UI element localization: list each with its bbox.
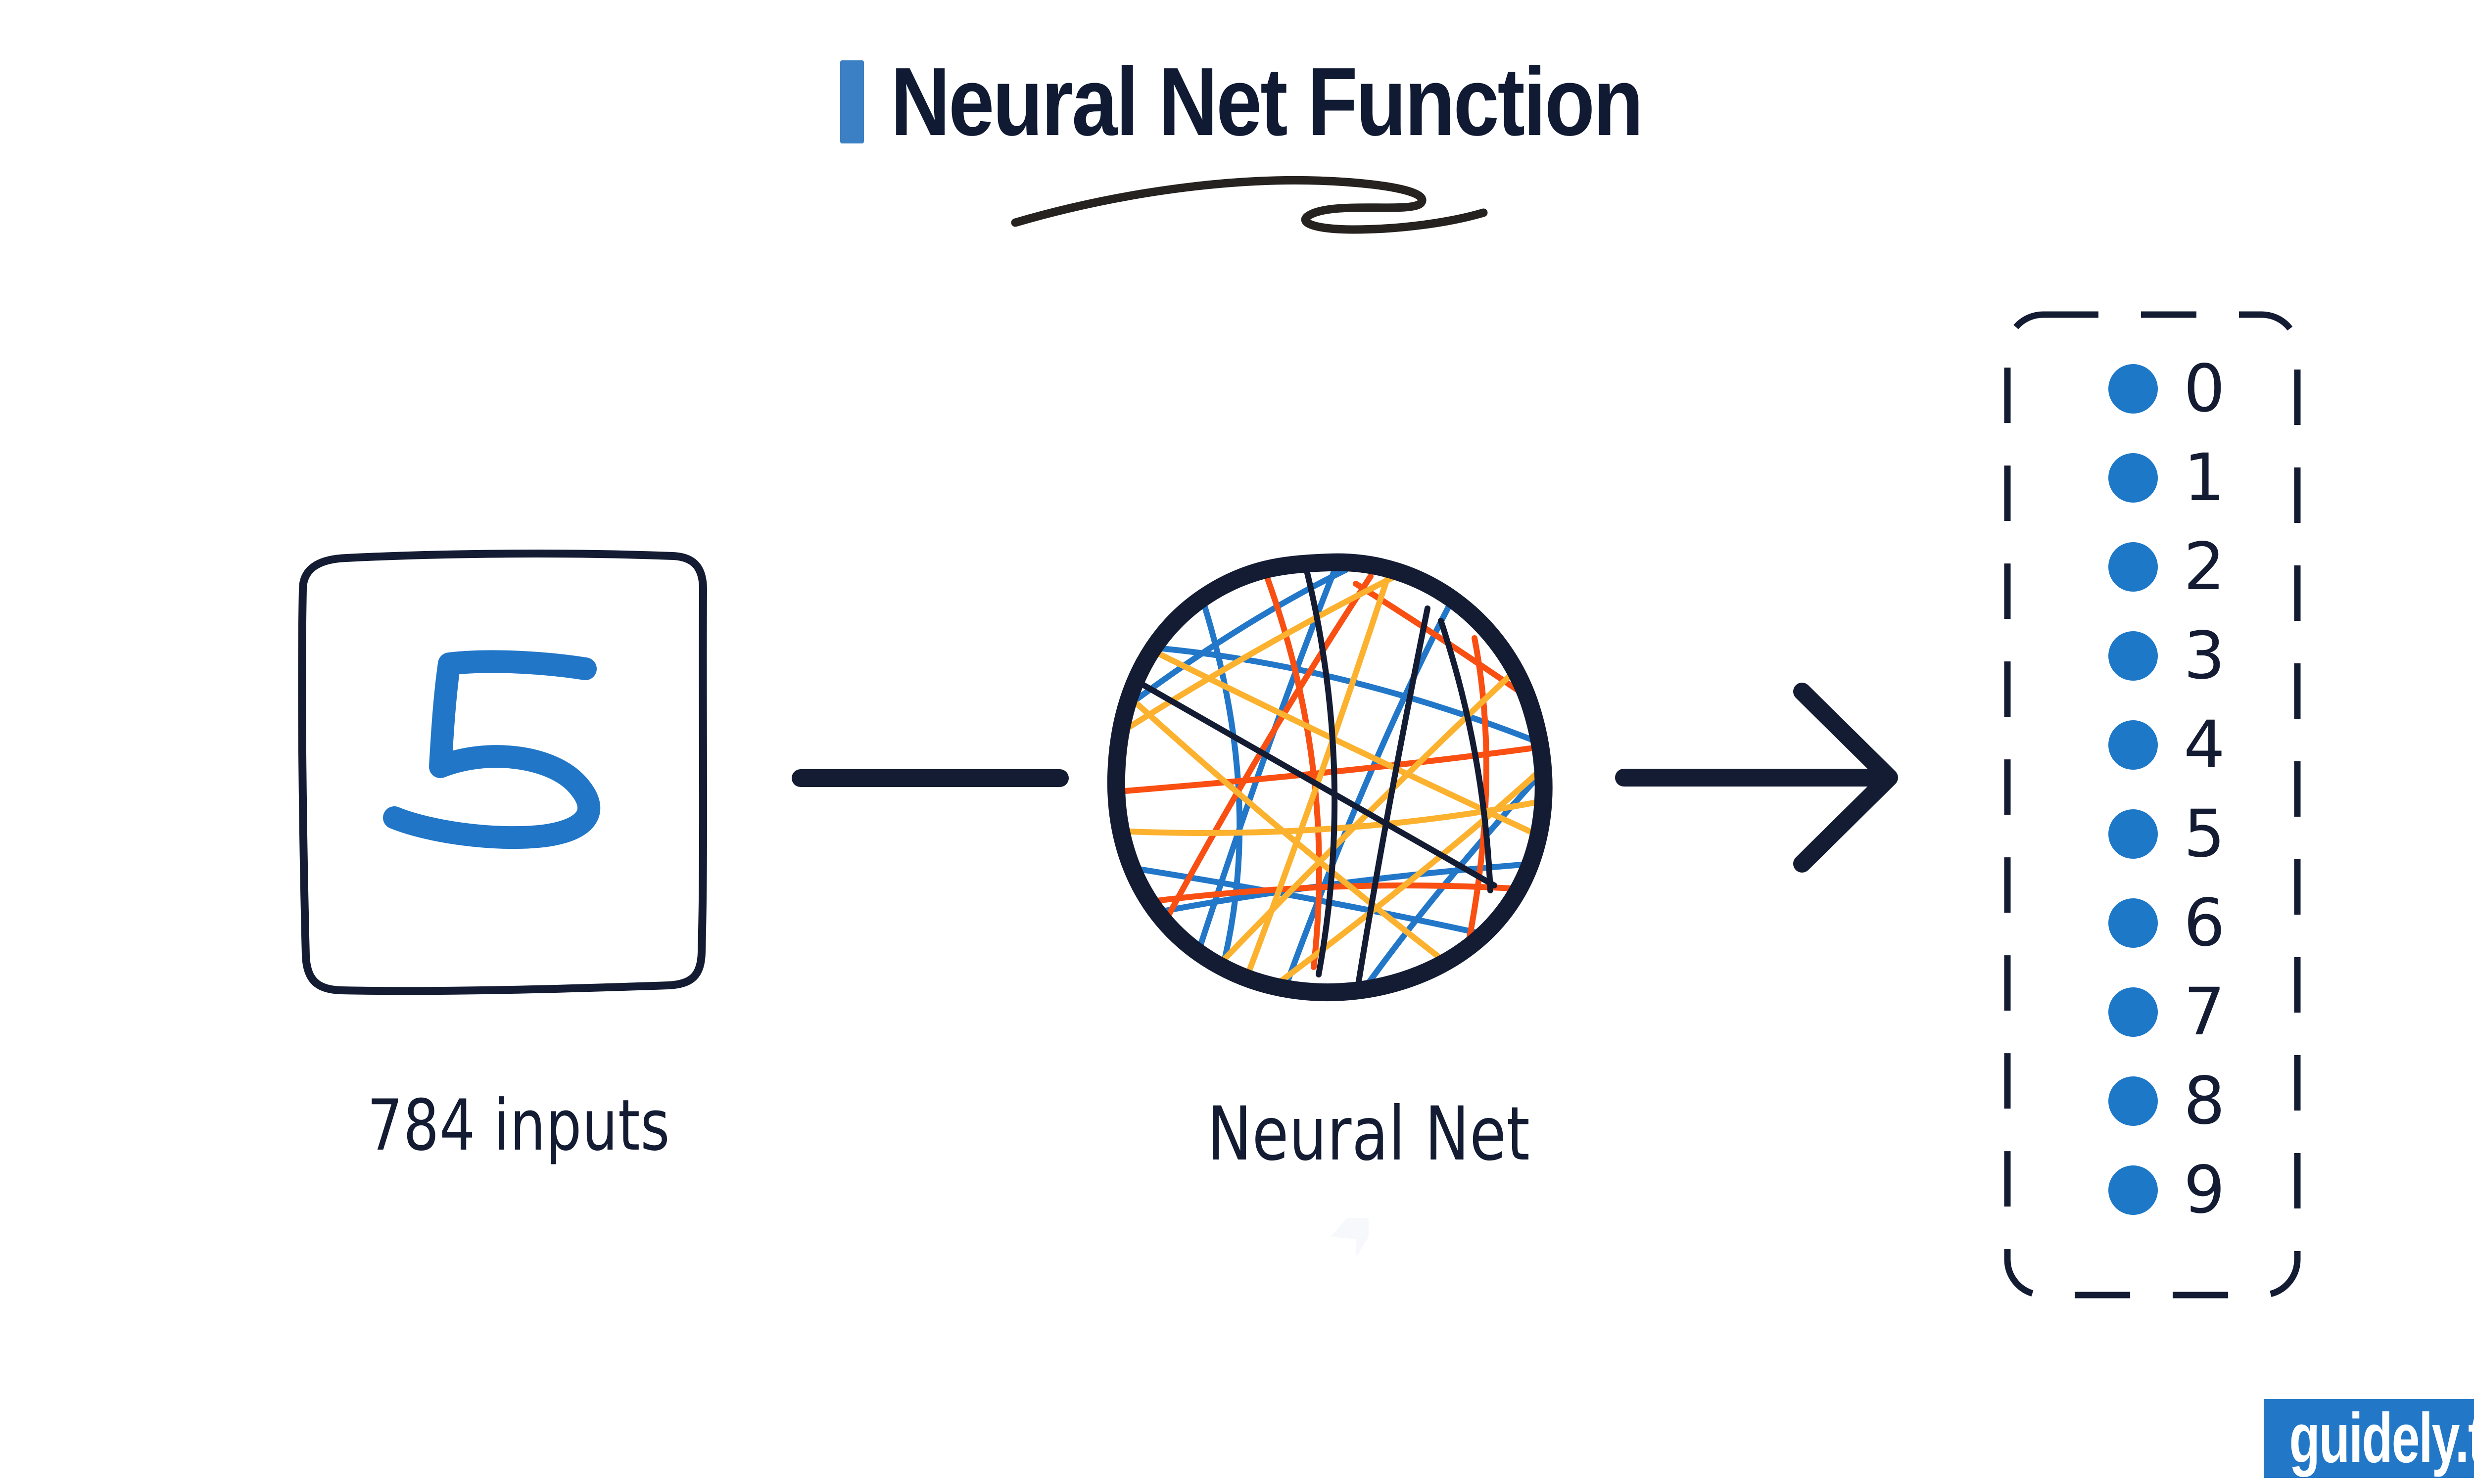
output-label: 7 xyxy=(2184,974,2225,1050)
title-underline-swoosh xyxy=(1011,176,1488,234)
output-label: 5 xyxy=(2184,796,2225,872)
page-title: Neural Net Function xyxy=(891,47,1644,156)
output-row: 6 xyxy=(2108,885,2225,961)
title-accent-bar xyxy=(840,60,864,143)
net-to-output-arrow xyxy=(1615,683,1898,873)
output-row: 4 xyxy=(2108,707,2225,783)
output-dot xyxy=(2108,809,2158,859)
output-dot xyxy=(2108,1165,2158,1215)
output-label: 8 xyxy=(2184,1063,2225,1139)
neural-net-caption: Neural Net xyxy=(1207,1091,1530,1177)
output-label: 3 xyxy=(2184,618,2225,694)
output-dot xyxy=(2108,898,2158,948)
output-dot xyxy=(2108,542,2158,592)
output-label: 4 xyxy=(2184,707,2225,783)
output-dot xyxy=(2108,631,2158,681)
neural-net-tangle-lines xyxy=(1116,563,1544,990)
output-label: 2 xyxy=(2184,529,2225,605)
neural-net-blob-outline xyxy=(1107,553,1553,1001)
output-label: 1 xyxy=(2184,440,2225,516)
input-image-box xyxy=(298,550,708,995)
output-row: 5 xyxy=(2108,796,2225,872)
brand-logo-text: guidely.tech xyxy=(2288,1399,2474,1478)
output-row: 3 xyxy=(2108,618,2225,694)
output-dashed-box xyxy=(2004,311,2301,1298)
output-row: 0 xyxy=(2108,351,2225,427)
output-row: 2 xyxy=(2108,529,2225,605)
output-dot xyxy=(2108,453,2158,503)
output-row: 7 xyxy=(2108,974,2225,1050)
output-dot xyxy=(2108,1076,2158,1126)
input-digit-glyph xyxy=(383,650,601,849)
output-row: 9 xyxy=(2108,1152,2225,1228)
input-caption: 784 inputs xyxy=(367,1085,670,1166)
output-row: 1 xyxy=(2108,440,2225,516)
output-label: 6 xyxy=(2184,885,2225,961)
page-title-block: Neural Net Function xyxy=(840,53,1774,150)
output-label: 0 xyxy=(2184,351,2225,427)
output-dot xyxy=(2108,364,2158,414)
watermark-bolt xyxy=(1331,1218,1369,1258)
output-dot xyxy=(2108,987,2158,1037)
output-label: 9 xyxy=(2184,1152,2225,1228)
brand-badge: guidely.tech xyxy=(2264,1399,2474,1478)
output-dot xyxy=(2108,720,2158,770)
output-row: 8 xyxy=(2108,1063,2225,1139)
